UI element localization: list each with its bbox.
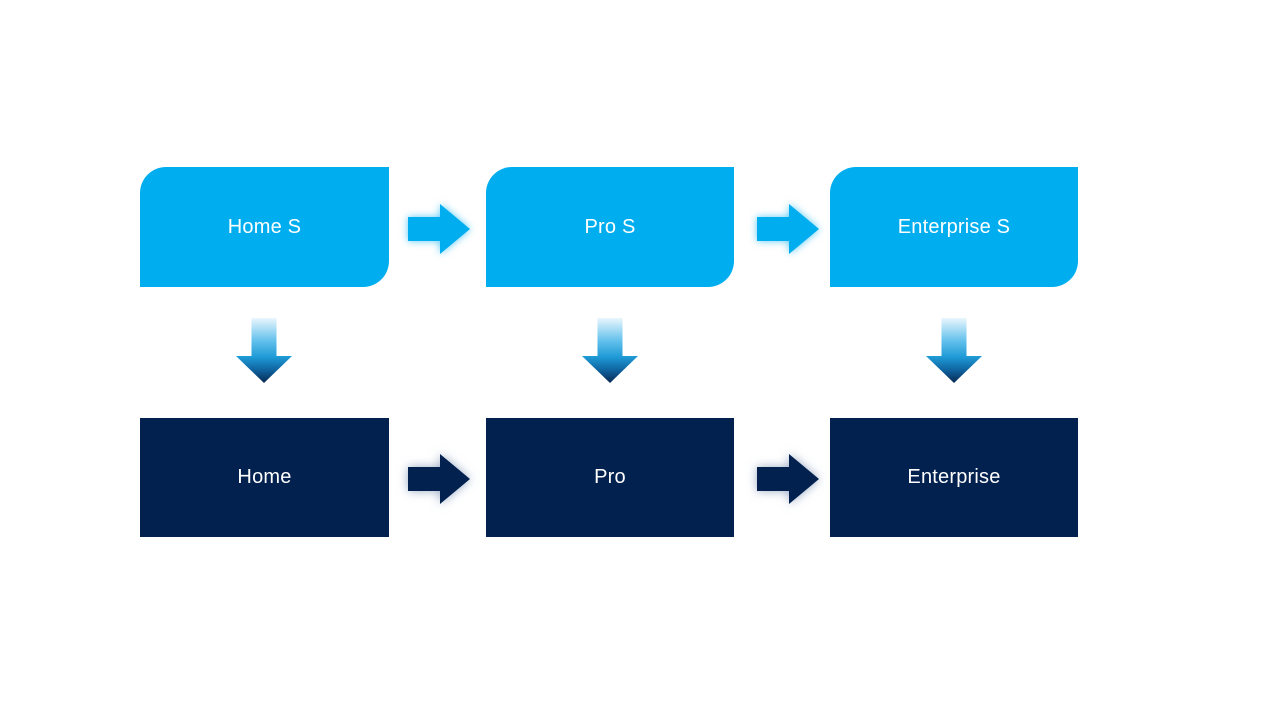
right-arrow-icon-top-1 <box>408 204 470 254</box>
node-pro-s-label: Pro S <box>584 215 636 238</box>
node-enterprise: Enterprise <box>830 418 1078 537</box>
node-enterprise-label: Enterprise <box>907 466 1001 488</box>
right-arrow-icon-top-2 <box>757 204 819 254</box>
node-home: Home <box>140 418 389 537</box>
node-pro-s: Pro S <box>486 167 734 287</box>
node-enterprise-s-label: Enterprise S <box>897 215 1011 238</box>
node-pro-label: Pro <box>594 466 626 488</box>
node-enterprise-s: Enterprise S <box>830 167 1078 287</box>
right-arrow-icon-bottom-1 <box>408 454 470 504</box>
down-arrow-icon-2 <box>582 318 638 383</box>
node-pro: Pro <box>486 418 734 537</box>
down-arrow-icon-3 <box>926 318 982 383</box>
node-home-label: Home <box>237 466 292 488</box>
node-home-s-label: Home S <box>227 215 302 238</box>
node-home-s: Home S <box>140 167 389 287</box>
down-arrow-icon-1 <box>236 318 292 383</box>
right-arrow-icon-bottom-2 <box>757 454 819 504</box>
